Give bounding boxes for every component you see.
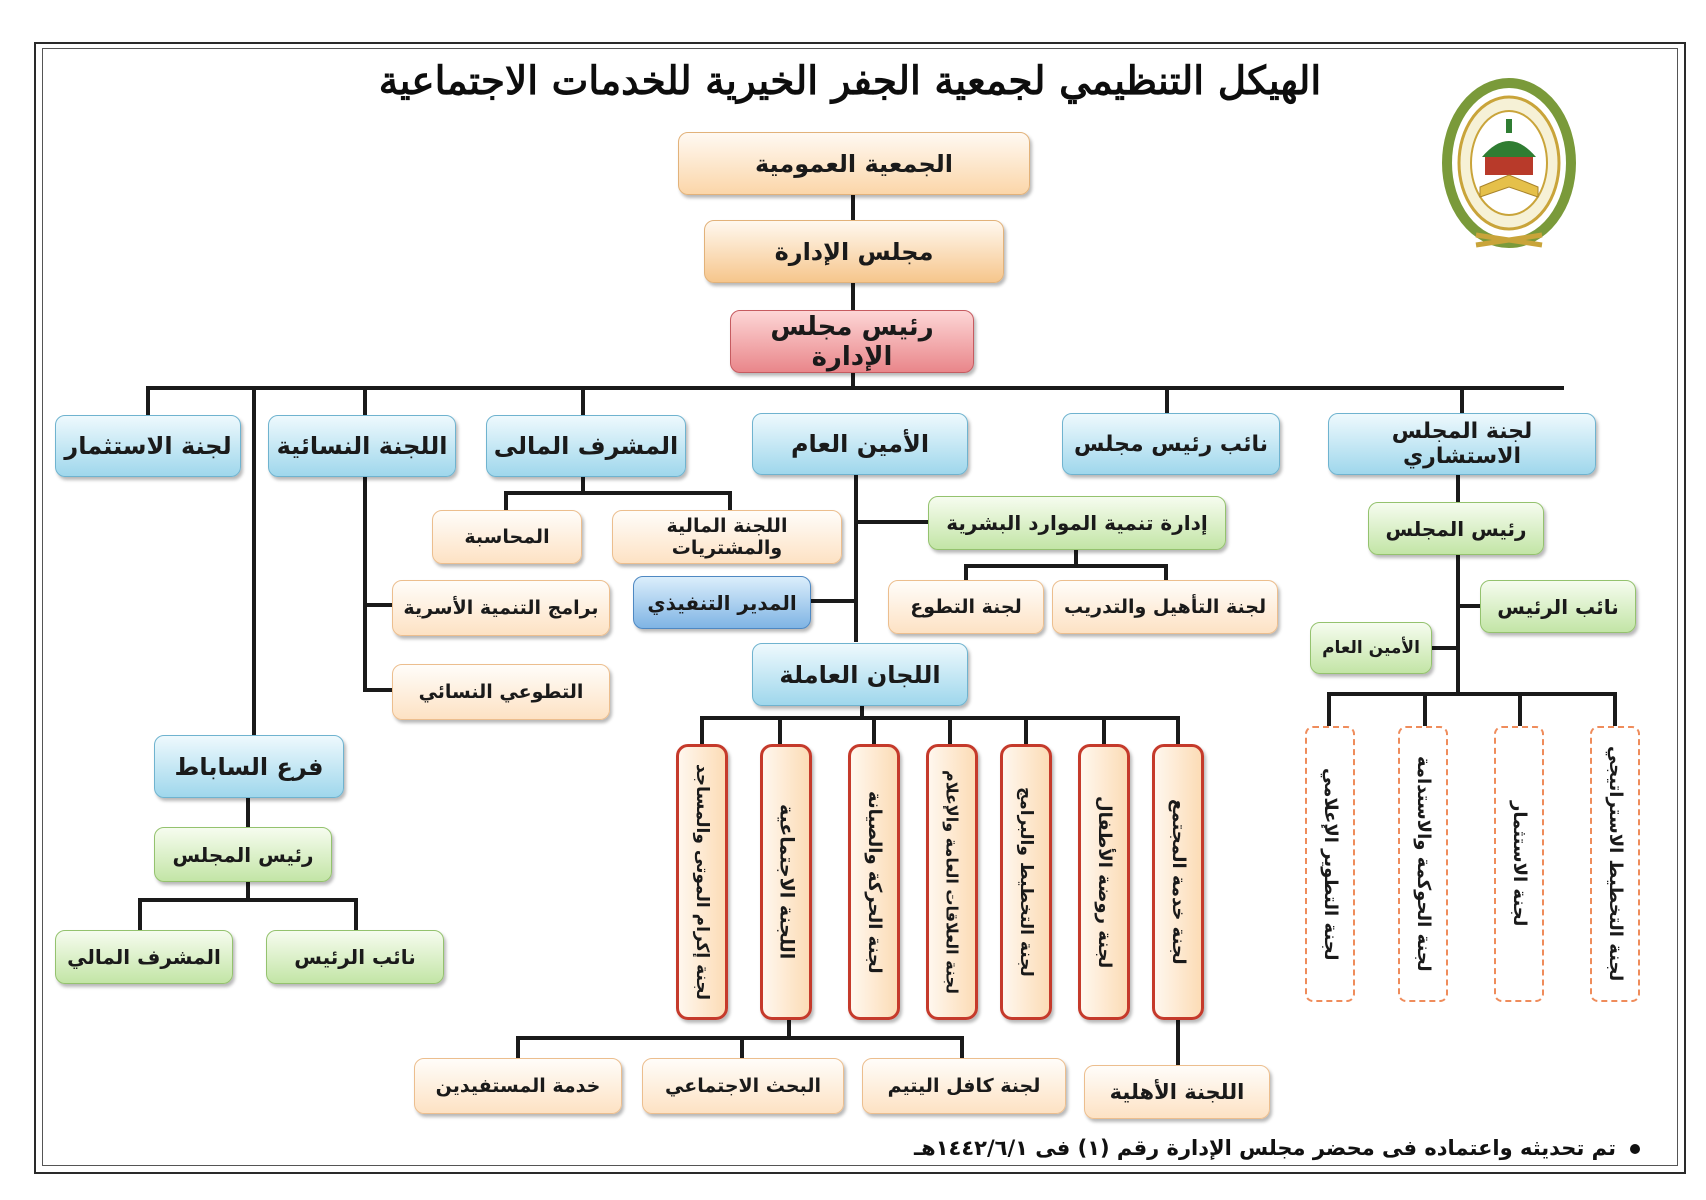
investment-committee-box: لجنة الاستثمار [55, 415, 241, 477]
advisory-chairman-box: رئيس المجلس [1368, 502, 1544, 555]
advisory-committee-box: لجنة المجلس الاستشاري [1328, 413, 1596, 475]
orphan-committee-box: لجنة كافل اليتيم [862, 1058, 1066, 1114]
hr-department-box: إدارة تنمية الموارد البشرية [928, 496, 1226, 550]
working-committee-item: اللجنة الاجتماعية [760, 744, 812, 1020]
association-emblem-icon [1440, 75, 1578, 257]
civil-committee-box: اللجنة الأهلية [1084, 1065, 1270, 1119]
advisory-subcommittee: لجنة التطوير الإعلامي [1305, 726, 1355, 1002]
beneficiary-service-box: خدمة المستفيدين [414, 1058, 622, 1114]
board-chairman-box: رئيس مجلس الإدارة [730, 310, 974, 373]
working-committee-item: لجنة روضة الأطفال [1078, 744, 1130, 1020]
secretary-general-box: الأمين العام [752, 413, 968, 475]
volunteering-committee-box: لجنة التطوع [888, 580, 1044, 634]
financial-supervisor-box: المشرف المالى [486, 415, 686, 477]
working-committees-box: اللجان العاملة [752, 643, 968, 706]
advisory-secretary-box: الأمين العام [1310, 622, 1432, 674]
executive-director-box: المدير التنفيذي [633, 576, 811, 629]
working-committee-item: لجنة العلاقات العامة والإعلام [926, 744, 978, 1020]
inner-frame [42, 48, 1678, 1166]
vice-chairman-box: نائب رئيس مجلس [1062, 413, 1280, 475]
advisory-vice-box: نائب الرئيس [1480, 580, 1636, 633]
working-committee-item: لجنة الحركة والصيانة [848, 744, 900, 1020]
women-committee-box: اللجنة النسائية [268, 415, 456, 477]
general-assembly-box: الجمعية العمومية [678, 132, 1030, 195]
social-research-box: البحث الاجتماعي [642, 1058, 844, 1114]
footer-note: تم تحديثه واعتماده فى محضر مجلس الإدارة … [820, 1136, 1640, 1176]
sabat-vice-box: نائب الرئيس [266, 930, 444, 984]
accounting-box: المحاسبة [432, 510, 582, 564]
women-volunteering-box: التطوعي النسائي [392, 664, 610, 720]
chart-title: الهيكل التنظيمي لجمعية الجفر الخيرية للخ… [378, 58, 1322, 104]
working-committee-item: لجنة إكرام الموتى والمساجد [676, 744, 728, 1020]
sabat-chairman-box: رئيس المجلس [154, 827, 332, 882]
working-committee-item: لجنة التخطيط والبرامج [1000, 744, 1052, 1020]
advisory-subcommittee: لجنة الاستثمار [1494, 726, 1544, 1002]
qualification-training-box: لجنة التأهيل والتدريب [1052, 580, 1278, 634]
board-box: مجلس الإدارة [704, 220, 1004, 283]
advisory-subcommittee: لجنة الحوكمة والاستدامة [1398, 726, 1448, 1002]
bullet-icon [1630, 1144, 1640, 1154]
sabat-financial-box: المشرف المالي [55, 930, 233, 984]
advisory-subcommittee: لجنة التخطيط الاستراتيجي [1590, 726, 1640, 1002]
outer-frame [34, 42, 1686, 1174]
family-programs-box: برامج التنمية الأسرية [392, 580, 610, 636]
finance-procurement-box: اللجنة المالية والمشتريات [612, 510, 842, 564]
sabat-branch-box: فرع الساباط [154, 735, 344, 798]
working-committee-item: لجنة خدمة المجتمع [1152, 744, 1204, 1020]
